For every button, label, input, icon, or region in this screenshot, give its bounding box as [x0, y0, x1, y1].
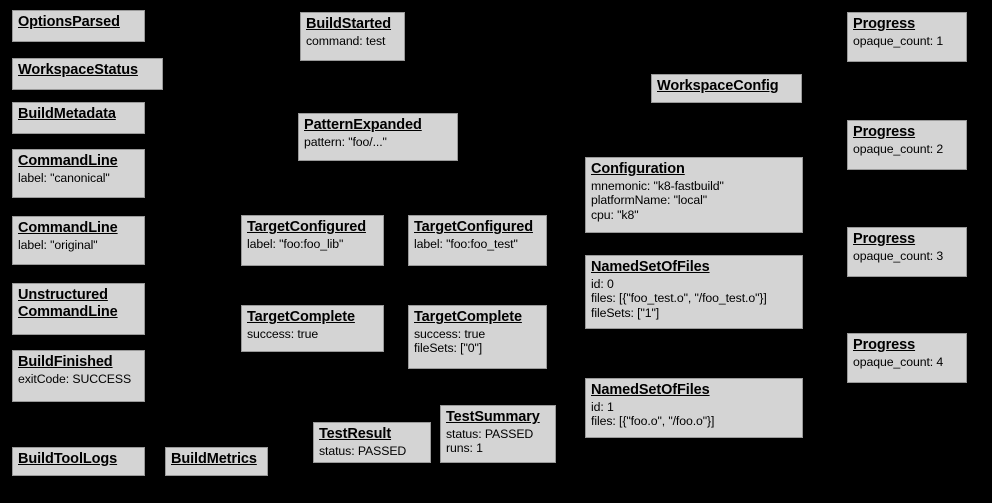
- graph-node-attribute: pattern: "foo/...": [304, 134, 387, 149]
- graph-node-title: CommandLine: [18, 220, 118, 236]
- graph-node-attributes: opaque_count: 4: [853, 355, 961, 370]
- graph-node-attributes: opaque_count: 1: [853, 34, 961, 49]
- graph-node-attribute: label: "foo:foo_lib": [247, 236, 344, 251]
- graph-node-attributes: label: "foo:foo_test": [414, 237, 541, 252]
- graph-node-attributes: exitCode: SUCCESS: [18, 372, 139, 387]
- graph-node-build-tool-logs[interactable]: BuildToolLogs: [12, 447, 145, 476]
- graph-node-title: TargetComplete: [414, 309, 522, 325]
- graph-node-attribute: platformName: "local": [591, 193, 707, 208]
- graph-node-title: Progress: [853, 231, 916, 247]
- graph-node-title: OptionsParsed: [18, 14, 120, 30]
- graph-node-attribute: exitCode: SUCCESS: [18, 371, 132, 386]
- graph-node-attribute: label: "original": [18, 237, 98, 252]
- graph-node-title: Unstructured CommandLine: [18, 287, 118, 320]
- graph-node-build-metadata[interactable]: BuildMetadata: [12, 102, 145, 134]
- graph-node-attribute: id: 0: [591, 276, 614, 291]
- graph-node-title: Progress: [853, 337, 916, 353]
- graph-node-attribute: success: true: [247, 326, 319, 341]
- graph-node-attributes: opaque_count: 2: [853, 142, 961, 157]
- graph-node-attribute: fileSets: ["1"]: [591, 306, 660, 321]
- graph-node-attributes: success: true: [247, 327, 378, 342]
- graph-node-workspace-status[interactable]: WorkspaceStatus: [12, 58, 163, 90]
- graph-node-title: BuildFinished: [18, 354, 113, 370]
- graph-node-title: Progress: [853, 124, 916, 140]
- graph-node-attribute: mnemonic: "k8-fastbuild": [591, 178, 724, 193]
- graph-node-title: CommandLine: [18, 153, 118, 169]
- graph-node-attribute: status: PASSED: [319, 443, 407, 458]
- graph-node-title: PatternExpanded: [304, 117, 422, 133]
- graph-node-title: BuildMetadata: [18, 106, 116, 122]
- graph-node-attributes: label: "canonical": [18, 171, 139, 186]
- graph-node-attribute: opaque_count: 1: [853, 33, 944, 48]
- graph-node-title: NamedSetOfFiles: [591, 259, 710, 275]
- graph-node-attribute: fileSets: ["0"]: [414, 341, 483, 356]
- graph-node-attributes: opaque_count: 3: [853, 249, 961, 264]
- graph-node-attribute: id: 1: [591, 399, 614, 414]
- graph-node-attributes: mnemonic: "k8-fastbuild"platformName: "l…: [591, 179, 797, 223]
- graph-node-attribute: files: [{"foo_test.o", "/foo_test.o"}]: [591, 291, 767, 306]
- graph-node-title: TestSummary: [446, 409, 540, 425]
- graph-node-title: WorkspaceStatus: [18, 62, 138, 78]
- graph-node-title: Configuration: [591, 161, 685, 177]
- graph-node-title: BuildToolLogs: [18, 451, 118, 467]
- graph-node-title: Progress: [853, 16, 916, 32]
- graph-node-title: TargetComplete: [247, 309, 355, 325]
- graph-node-attribute: opaque_count: 4: [853, 354, 944, 369]
- graph-node-build-metrics[interactable]: BuildMetrics: [165, 447, 268, 476]
- graph-node-attribute: cpu: "k8": [591, 208, 639, 223]
- graph-node-attribute: command: test: [306, 33, 386, 48]
- graph-node-attribute: label: "foo:foo_test": [414, 236, 518, 251]
- graph-node-attributes: command: test: [306, 34, 399, 49]
- graph-node-title: WorkspaceConfig: [657, 78, 779, 94]
- graph-node-options-parsed[interactable]: OptionsParsed: [12, 10, 145, 42]
- graph-node-attribute: label: "canonical": [18, 170, 110, 185]
- graph-node-title: NamedSetOfFiles: [591, 382, 710, 398]
- graph-node-attribute: runs: 1: [446, 441, 483, 456]
- graph-node-title: BuildMetrics: [171, 451, 257, 467]
- graph-node-title: TargetConfigured: [414, 219, 533, 235]
- graph-node-title: TestResult: [319, 426, 392, 442]
- graph-node-title: TargetConfigured: [247, 219, 366, 235]
- graph-node-attribute: success: true: [414, 326, 486, 341]
- graph-node-attributes: status: PASSED: [319, 444, 425, 459]
- graph-node-title: BuildStarted: [306, 16, 392, 32]
- graph-node-attributes: pattern: "foo/...": [304, 135, 452, 150]
- graph-node-attributes: label: "original": [18, 238, 139, 253]
- graph-node-attribute: files: [{"foo.o", "/foo.o"}]: [591, 414, 715, 429]
- graph-node-attribute: opaque_count: 3: [853, 248, 944, 263]
- graph-node-workspace-config[interactable]: WorkspaceConfig: [651, 74, 802, 103]
- graph-node-attributes: label: "foo:foo_lib": [247, 237, 378, 252]
- graph-node-unstructured-command-line[interactable]: Unstructured CommandLine: [12, 283, 145, 335]
- graph-node-attribute: opaque_count: 2: [853, 141, 944, 156]
- graph-node-attribute: status: PASSED: [446, 426, 534, 441]
